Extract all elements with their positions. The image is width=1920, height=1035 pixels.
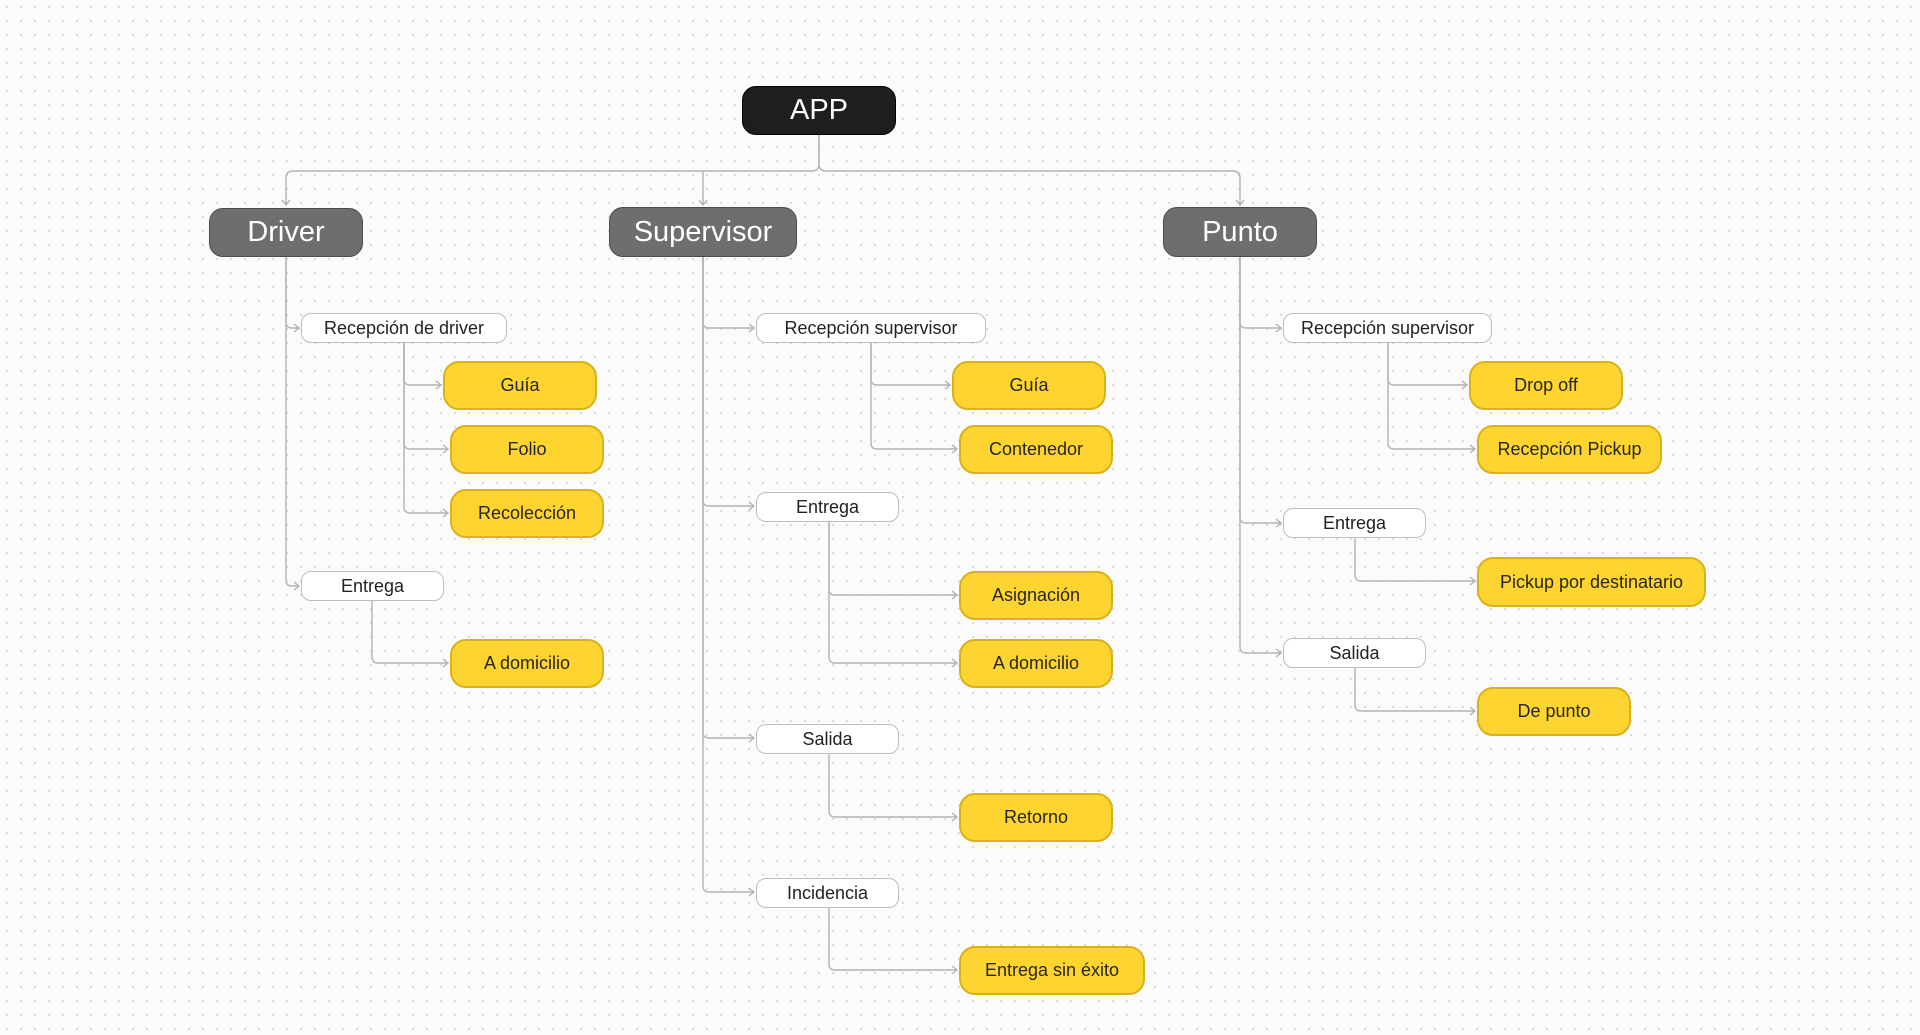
leaf-node-supervisor-entrega-sin-exito[interactable]: Entrega sin éxito (959, 946, 1145, 995)
connector-punto-pickup-por-destinatario (1354, 538, 1477, 586)
connector-punto-salida (1239, 257, 1283, 658)
connector-supervisor-entrega-sin-exito (828, 908, 959, 975)
leaf-node-supervisor-retorno[interactable]: Retorno (959, 793, 1113, 842)
leaf-node-punto-pickup-por-destinatario[interactable]: Pickup por destinatario (1477, 557, 1706, 607)
section-node-punto-salida[interactable]: Salida (1283, 638, 1426, 668)
section-node-punto-recepcion[interactable]: Recepción supervisor (1283, 313, 1492, 343)
connector-supervisor-guia (870, 343, 952, 390)
connector-punto-recepcion (1239, 257, 1283, 333)
section-node-supervisor-salida[interactable]: Salida (756, 724, 899, 754)
connector-supervisor-incidencia (702, 257, 756, 897)
leaf-node-supervisor-guia[interactable]: Guía (952, 361, 1106, 410)
section-node-supervisor-recepcion[interactable]: Recepción supervisor (756, 313, 986, 343)
connector-driver-entrega (285, 257, 301, 591)
connector-punto-drop-off (1387, 343, 1469, 390)
leaf-node-supervisor-asignacion[interactable]: Asignación (959, 571, 1113, 620)
connector-punto-recepcion-pickup (1387, 343, 1477, 454)
connector-driver-guia (403, 343, 443, 390)
leaf-node-driver-guia[interactable]: Guía (443, 361, 597, 410)
connector-supervisor-salida (702, 257, 756, 743)
connector-supervisor-contenedor (870, 343, 959, 454)
section-node-driver-recepcion[interactable]: Recepción de driver (301, 313, 507, 343)
role-node-driver[interactable]: Driver (209, 208, 363, 257)
role-node-punto[interactable]: Punto (1163, 207, 1317, 257)
connector-driver-recoleccion (403, 343, 450, 518)
leaf-node-driver-recoleccion[interactable]: Recolección (450, 489, 604, 538)
connector-root-punto (818, 135, 1245, 207)
connector-root-driver (281, 135, 820, 207)
connector-driver-recepcion (285, 257, 301, 333)
leaf-node-driver-folio[interactable]: Folio (450, 425, 604, 474)
leaf-node-driver-a-domicilio[interactable]: A domicilio (450, 639, 604, 688)
connector-root-supervisor (698, 171, 708, 207)
leaf-node-supervisor-a-domicilio[interactable]: A domicilio (959, 639, 1113, 688)
connector-punto-entrega (1239, 257, 1283, 528)
root-node[interactable]: APP (742, 86, 896, 135)
leaf-node-punto-recepcion-pickup[interactable]: Recepción Pickup (1477, 425, 1662, 474)
leaf-node-supervisor-contenedor[interactable]: Contenedor (959, 425, 1113, 474)
section-node-driver-entrega[interactable]: Entrega (301, 571, 444, 601)
connector-supervisor-a-domicilio (828, 522, 959, 668)
connector-supervisor-entrega (702, 257, 756, 511)
section-node-supervisor-incidencia[interactable]: Incidencia (756, 878, 899, 908)
role-node-supervisor[interactable]: Supervisor (609, 207, 797, 257)
connector-driver-folio (403, 343, 450, 454)
connector-driver-a-domicilio (371, 601, 450, 668)
leaf-node-punto-de-punto[interactable]: De punto (1477, 687, 1631, 736)
leaf-node-punto-drop-off[interactable]: Drop off (1469, 361, 1623, 410)
connector-supervisor-retorno (828, 754, 959, 822)
section-node-supervisor-entrega[interactable]: Entrega (756, 492, 899, 522)
section-node-punto-entrega[interactable]: Entrega (1283, 508, 1426, 538)
connector-supervisor-asignacion (828, 522, 959, 600)
connector-supervisor-recepcion (702, 257, 756, 333)
connector-punto-de-punto (1354, 668, 1477, 716)
